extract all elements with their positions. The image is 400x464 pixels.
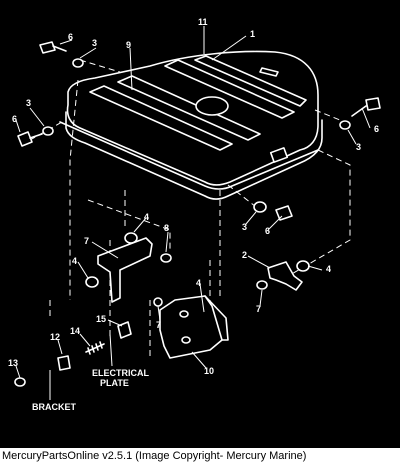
- label-electrical: ELECTRICAL: [92, 368, 149, 378]
- plate-hole: [179, 310, 189, 318]
- leader-lines: [15, 26, 371, 400]
- cover-rib: [164, 59, 295, 119]
- cover-skirt: [65, 111, 323, 200]
- washer-icon: [253, 201, 267, 213]
- stud-icon: [85, 341, 105, 355]
- callout-15: 15: [96, 314, 106, 324]
- cover-hole: [195, 96, 229, 116]
- plate-flange: [204, 295, 229, 341]
- washer-icon: [72, 58, 84, 68]
- callout-6: 6: [68, 32, 73, 42]
- callout-13: 13: [8, 358, 18, 368]
- parts-diagram: 1 11 9 3 6 3 6 6 3 3 6 4 7 8 4 2 4 7 4 7…: [8, 17, 381, 412]
- bushing-icon: [85, 276, 99, 288]
- callouts: 1 11 9 3 6 3 6 6 3 3 6 4 7 8 4 2 4 7 4 7…: [8, 17, 379, 376]
- screw-head-icon: [256, 280, 268, 290]
- alignment-lines: [21, 59, 351, 384]
- callout-7: 7: [256, 304, 261, 314]
- screw-icon: [17, 131, 43, 147]
- label-plate: PLATE: [100, 378, 129, 388]
- screw-icon: [275, 205, 293, 221]
- cover-rib: [194, 55, 307, 107]
- copyright-footer: MercuryPartsOnline v2.5.1 (Image Copyrig…: [0, 448, 400, 464]
- nut-icon: [14, 377, 26, 387]
- callout-4: 4: [144, 212, 149, 222]
- angle-bracket: [97, 237, 153, 303]
- callout-6: 6: [265, 226, 270, 236]
- callout-4: 4: [326, 264, 331, 274]
- washer-icon: [339, 120, 351, 130]
- cover-slot: [259, 67, 279, 77]
- callout-8: 8: [164, 223, 169, 233]
- callout-12: 12: [50, 332, 60, 342]
- callout-3: 3: [242, 222, 247, 232]
- plate-hole: [181, 336, 191, 344]
- callout-14: 14: [70, 326, 80, 336]
- callout-7: 7: [84, 236, 89, 246]
- callout-4: 4: [72, 256, 77, 266]
- cover-assembly: [59, 50, 323, 200]
- callout-4: 4: [196, 278, 201, 288]
- screw-head-icon: [153, 297, 163, 307]
- cover-rib: [89, 85, 233, 151]
- screw-icon: [351, 97, 381, 117]
- spacer-icon: [117, 321, 132, 339]
- bushing-icon: [296, 260, 310, 272]
- callout-1: 1: [250, 29, 255, 39]
- cover-rim: [59, 121, 319, 190]
- screw-icon: [39, 41, 67, 54]
- callout-7: 7: [156, 320, 161, 330]
- cover-window: [269, 147, 289, 163]
- cover-top: [66, 50, 319, 186]
- callout-6: 6: [12, 114, 17, 124]
- label-bracket: BRACKET: [32, 402, 77, 412]
- small-bracket: [267, 261, 303, 291]
- callout-3: 3: [356, 142, 361, 152]
- callout-10: 10: [204, 366, 214, 376]
- cover-rib: [117, 75, 261, 141]
- callout-3: 3: [26, 98, 31, 108]
- mounting-plate: [159, 295, 223, 359]
- callout-6: 6: [374, 124, 379, 134]
- callout-9: 9: [126, 40, 131, 50]
- callout-2: 2: [242, 250, 247, 260]
- nut-icon: [160, 253, 172, 263]
- standoff-icon: [57, 355, 71, 371]
- callout-11: 11: [198, 17, 208, 27]
- fasteners: [14, 41, 381, 387]
- washer-icon: [42, 126, 54, 136]
- callout-3: 3: [92, 38, 97, 48]
